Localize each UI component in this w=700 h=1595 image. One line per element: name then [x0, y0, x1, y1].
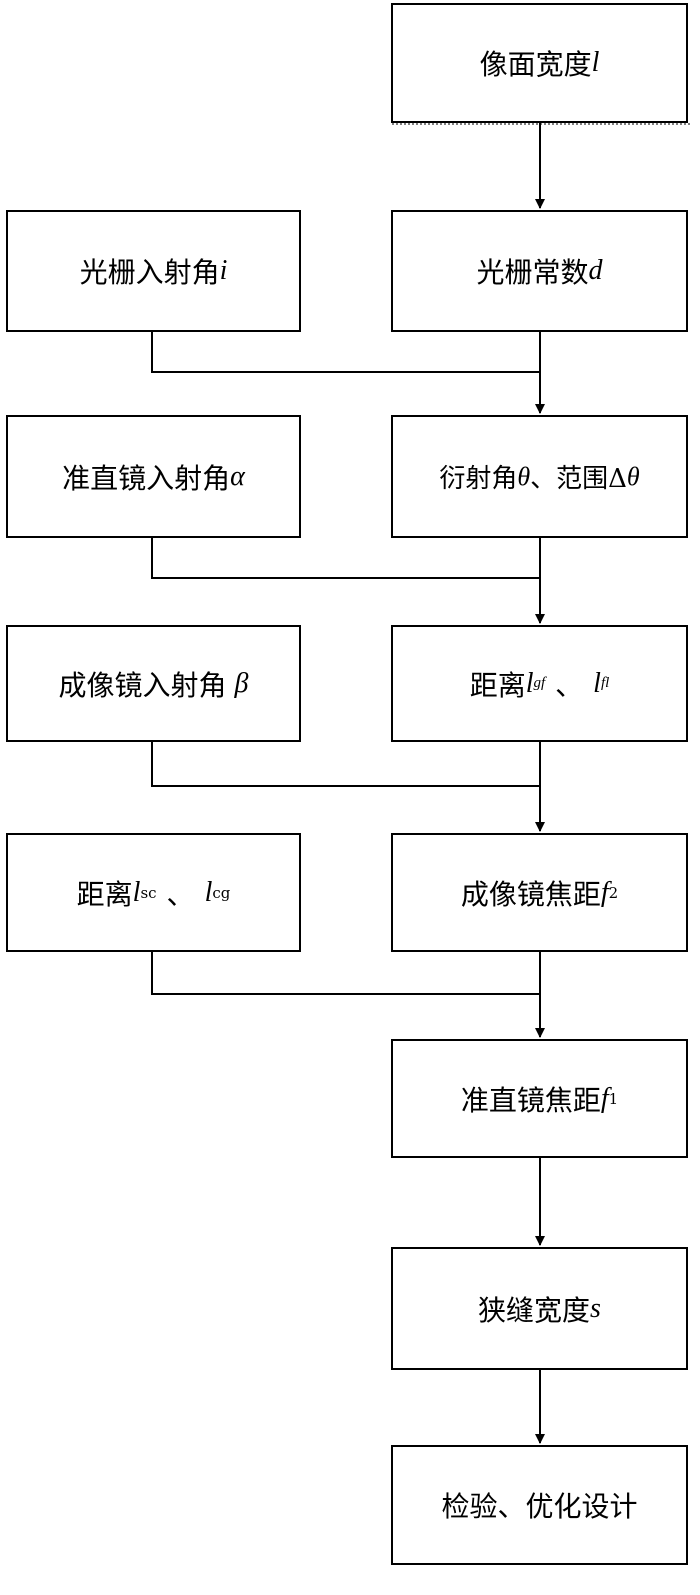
imaging-focal-var: f: [600, 876, 609, 908]
distance-sc-cg-label: 距离: [76, 877, 133, 911]
image-width-label: 像面宽度: [479, 48, 592, 81]
collimator-incidence-label: 准直镜入射角: [62, 461, 231, 495]
collimator-focal-var: f: [600, 1082, 609, 1114]
distance-sc-cg-separator: 、: [166, 877, 195, 911]
collimator-focal-label: 准直镜焦距: [460, 1083, 601, 1117]
imaging-incidence-label: 成像镜入射角: [58, 668, 227, 702]
image-width-var: l: [591, 47, 600, 78]
distance-sc-var: l: [132, 876, 141, 908]
imaging-incidence-var: β: [234, 667, 249, 699]
grating-constant-var: d: [588, 255, 603, 286]
slit-width-label: 狭缝宽度: [478, 1293, 591, 1327]
diffraction-label: 衍射角: [439, 464, 518, 494]
diffraction-range-var: θ: [626, 461, 640, 491]
collimator-focal-sub: 1: [608, 1089, 619, 1108]
feed-grating-incidence: [151, 332, 540, 373]
distance-gf-sub: gf: [533, 675, 546, 691]
grating-incidence-label: 光栅入射角: [79, 256, 220, 289]
distance-gf-fl-separator: 、: [555, 668, 584, 702]
imaging-focal-label: 成像镜焦距: [460, 877, 601, 911]
imaging-focal-sub: 2: [608, 883, 619, 902]
diffraction-var: θ: [517, 461, 531, 491]
slit-width-var: s: [590, 1292, 601, 1324]
verify-label: 检验、优化设计: [441, 1490, 638, 1523]
feed-collimator-incidence: [151, 538, 540, 579]
verify-box: 检验、优化设计: [391, 1445, 688, 1565]
diffraction-range-label: 范围Δ: [556, 464, 627, 494]
distance-fl-sub: fl: [600, 675, 610, 691]
distance-gf-fl-label: 距离: [469, 668, 526, 702]
distance-cg-var: l: [204, 876, 213, 908]
grating-constant-label: 光栅常数: [476, 256, 589, 289]
distance-cg-sub: cg: [212, 883, 231, 902]
distance-fl-var: l: [593, 667, 601, 699]
distance-gf-var: l: [525, 667, 534, 699]
distance-sc-sub: sc: [140, 883, 157, 902]
collimator-incidence-var: α: [230, 460, 245, 492]
feed-imaging-incidence: [151, 742, 540, 787]
grating-incidence-var: i: [219, 255, 228, 286]
feed-distance-sc-cg: [151, 952, 540, 995]
diffraction-separator: 、: [530, 464, 557, 494]
